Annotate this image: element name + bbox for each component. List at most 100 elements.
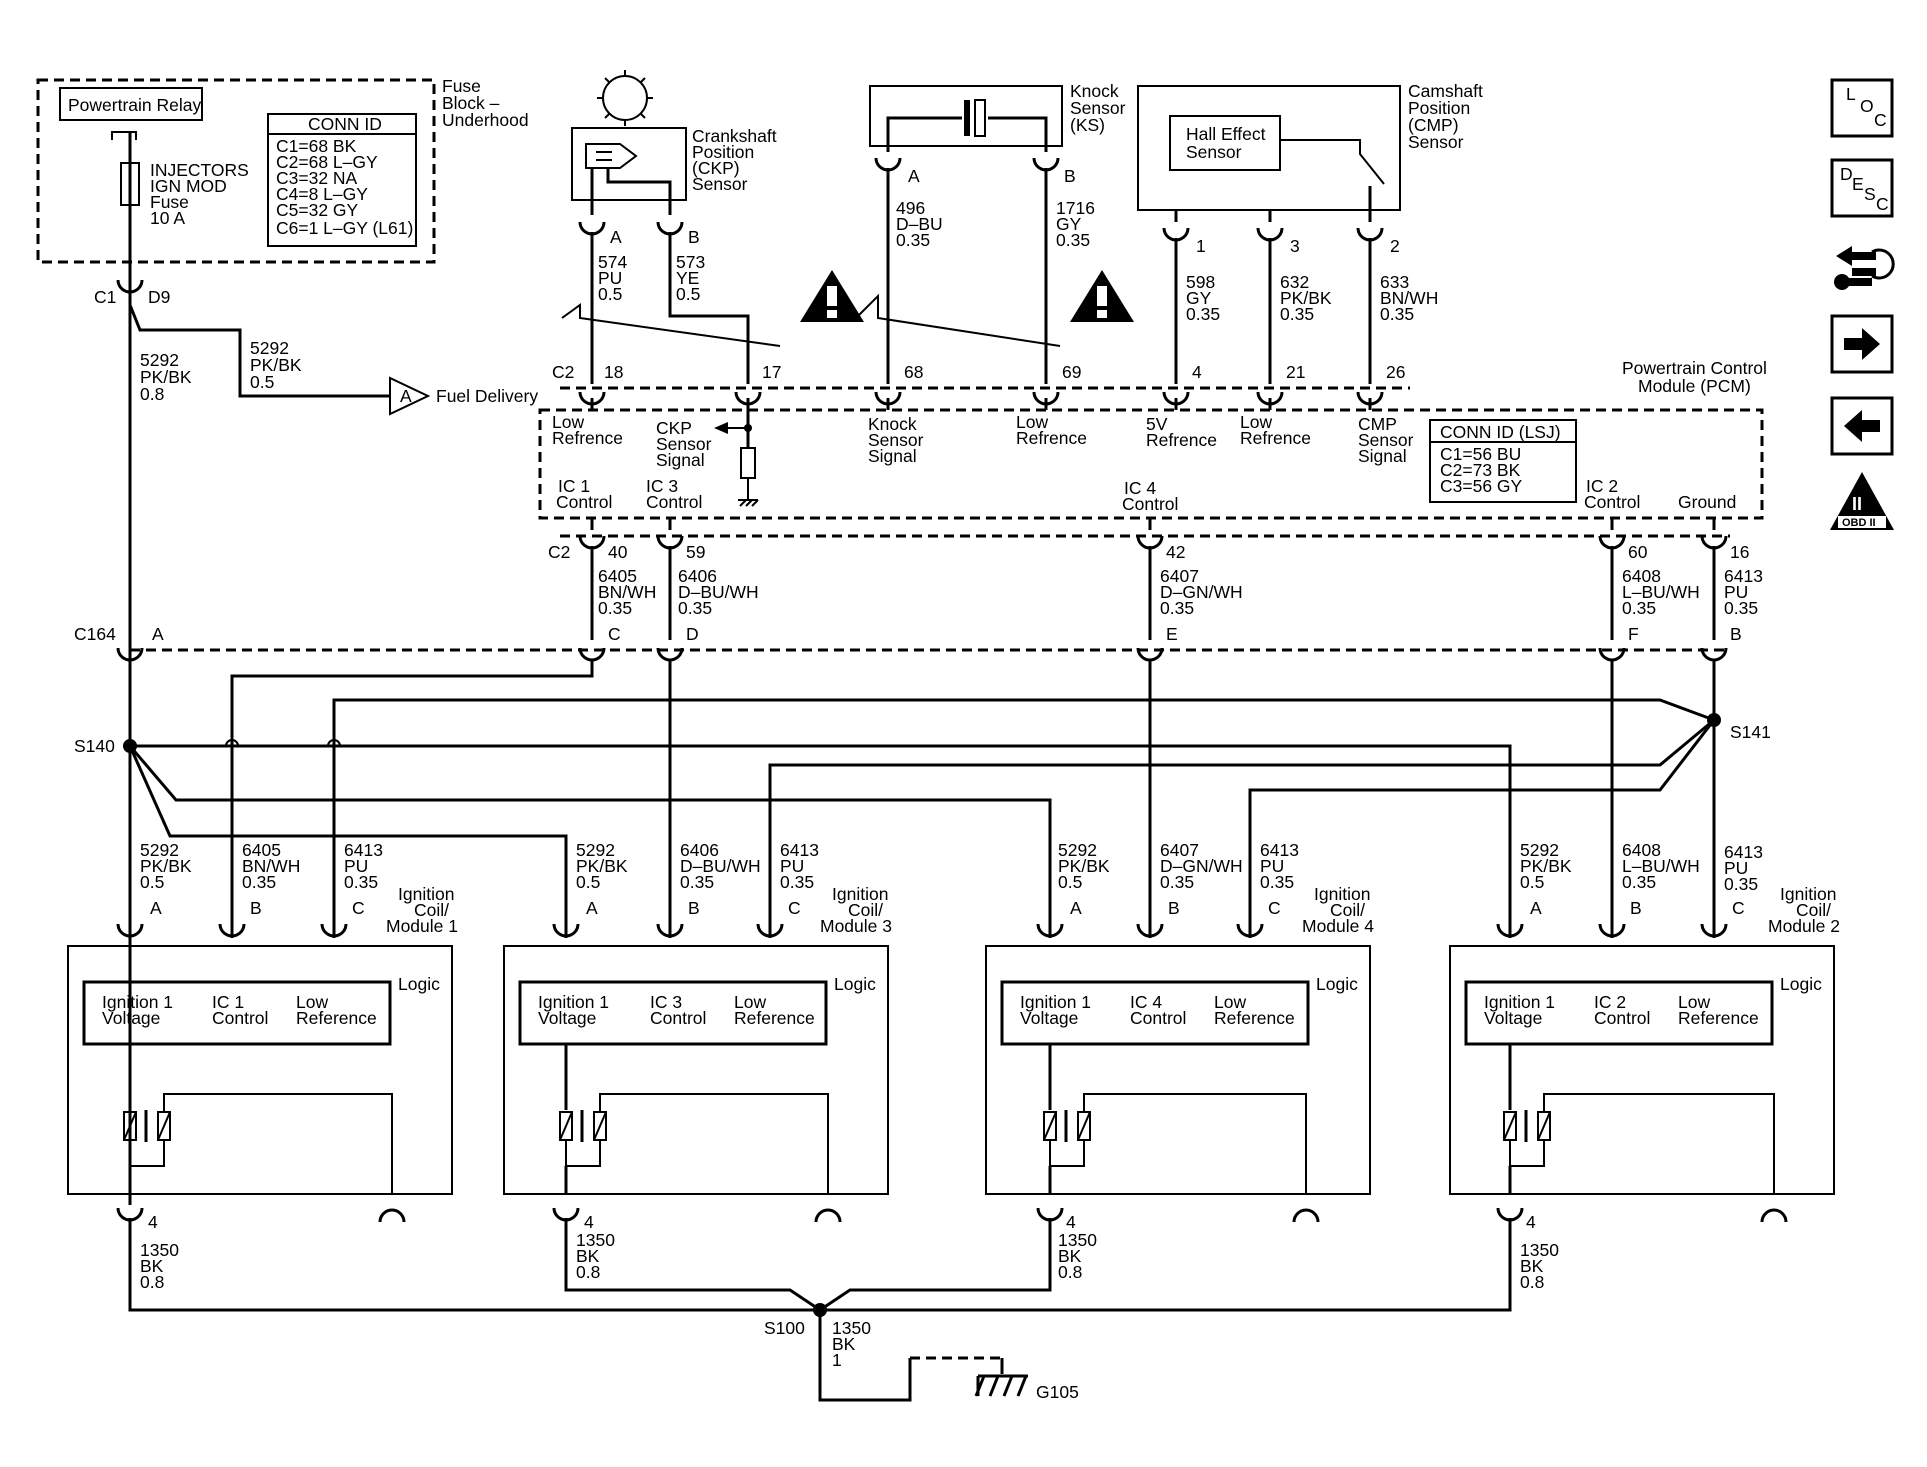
coil1-wire-b-color: BN/WH bbox=[242, 856, 300, 876]
knock-sensor: Knock Sensor (KS) A B 496 D–BU 0.35 1716… bbox=[855, 81, 1134, 384]
coil3-pin-b: B bbox=[688, 898, 700, 918]
ks-pin-a: A bbox=[908, 166, 920, 186]
pcm: Powertrain Control Module (PCM) C2 18 17… bbox=[538, 358, 1767, 640]
coil3-pin-c: C bbox=[788, 898, 801, 918]
coil1-title-2: Coil/ bbox=[414, 900, 449, 920]
ckp-wire-b-color: YE bbox=[676, 268, 699, 288]
ks-wire-a-color: D–BU bbox=[896, 214, 943, 234]
pcm-pin-16: 16 bbox=[1730, 542, 1749, 562]
cmp-name-4: Sensor bbox=[1408, 132, 1464, 152]
desc-letter-e: E bbox=[1852, 174, 1864, 194]
location-button[interactable]: L O C bbox=[1830, 78, 1894, 138]
fuse-label-4: 10 A bbox=[150, 208, 185, 228]
coil2-label-ic-a: IC 2 bbox=[1594, 992, 1626, 1012]
coil2-wire-b-color: L–BU/WH bbox=[1622, 856, 1700, 876]
cmp-pin-1: 1 bbox=[1196, 236, 1206, 256]
pcm-label-cmp-b: Sensor bbox=[1358, 430, 1414, 450]
ckp-sensor: Crankshaft Position (CKP) Sensor A B 574… bbox=[561, 70, 864, 384]
pcm-wire-6407-color: D–GN/WH bbox=[1160, 582, 1243, 602]
pcm-label-lowref-3a: Low bbox=[1240, 412, 1272, 432]
coil4-title-3: Module 4 bbox=[1302, 916, 1374, 936]
pcm-label-ks-a: Knock bbox=[868, 414, 917, 434]
coil3-logic: Logic bbox=[834, 974, 876, 994]
fuse-conn-4: C4=8 L–GY bbox=[276, 184, 368, 204]
pcm-label-ic1-a: IC 1 bbox=[558, 476, 590, 496]
loc-letter-o: O bbox=[1860, 96, 1874, 116]
pcm-wire-6405-color: BN/WH bbox=[598, 582, 656, 602]
repair-button[interactable] bbox=[1832, 236, 1895, 292]
ckp-name-2: Position bbox=[692, 142, 754, 162]
cmp-wire-3-size: 0.35 bbox=[1280, 304, 1314, 324]
reluctor-wheel-icon bbox=[602, 75, 648, 121]
coil3-label-ic-a: IC 3 bbox=[650, 992, 682, 1012]
pcm-wire-6406-color: D–BU/WH bbox=[678, 582, 759, 602]
ckp-wire-a-size: 0.5 bbox=[598, 284, 622, 304]
coil3-gnd-pin: 4 bbox=[584, 1212, 594, 1232]
fuse-block-title-1: Fuse bbox=[442, 76, 481, 96]
coil4-title-2: Coil/ bbox=[1330, 900, 1365, 920]
ks-wire-a-circuit: 496 bbox=[896, 198, 925, 218]
description-button[interactable]: D E S C bbox=[1830, 158, 1894, 218]
ground-wire-color: BK bbox=[832, 1334, 856, 1354]
pcm-label-ic2-b: Control bbox=[1584, 492, 1640, 512]
coil1-wire-b-size: 0.35 bbox=[242, 872, 276, 892]
coil2-gnd-circuit: 1350 bbox=[1520, 1240, 1559, 1260]
fuel-delivery-label: Fuel Delivery bbox=[436, 386, 538, 406]
fuse-d9-label: D9 bbox=[148, 287, 170, 307]
desc-letter-s: S bbox=[1864, 184, 1876, 204]
coil1-gnd-pin: 4 bbox=[148, 1212, 158, 1232]
coil4-wire-b-color: D–GN/WH bbox=[1160, 856, 1243, 876]
obd-ii-button[interactable]: II OBD II bbox=[1830, 472, 1894, 530]
ignition-coil-3: A B C 5292 PK/BK 0.5 6406 D–BU/WH 0.35 6… bbox=[503, 840, 892, 1282]
ckp-wire-b-circuit: 573 bbox=[676, 252, 705, 272]
coil2-pin-a: A bbox=[1530, 898, 1542, 918]
coil4-pin-b: B bbox=[1168, 898, 1180, 918]
loc-letter-c: C bbox=[1874, 110, 1887, 130]
fuel-delivery-branch: A Fuel Delivery 5292 PK/BK 0.5 bbox=[128, 304, 538, 416]
coil4-pin-a: A bbox=[1070, 898, 1082, 918]
next-page-button[interactable] bbox=[1830, 314, 1894, 374]
pcm-pin-26: 26 bbox=[1386, 362, 1405, 382]
fuel-wire-size: 0.5 bbox=[250, 372, 274, 392]
coil3-wire-a-size: 0.5 bbox=[576, 872, 600, 892]
pcm-label-ic1-b: Control bbox=[556, 492, 612, 512]
pcm-c2-bottom: C2 bbox=[548, 542, 570, 562]
coil2-title-3: Module 2 bbox=[1768, 916, 1840, 936]
cmp-hall-2: Sensor bbox=[1186, 142, 1242, 162]
pcm-label-ground: Ground bbox=[1678, 492, 1736, 512]
pcm-label-ckp-b: Sensor bbox=[656, 434, 712, 454]
pcm-pin-69: 69 bbox=[1062, 362, 1081, 382]
coil2-wire-c-circuit: 6413 bbox=[1724, 842, 1763, 862]
coil3-gnd-color: BK bbox=[576, 1246, 600, 1266]
pcm-label-lowref-2b: Refrence bbox=[1016, 428, 1087, 448]
fuel-delivery-arrow-icon bbox=[389, 376, 431, 416]
pcm-label-cmp-c: Signal bbox=[1358, 446, 1407, 466]
cmp-name-2: Position bbox=[1408, 98, 1470, 118]
coil4-gnd-color: BK bbox=[1058, 1246, 1082, 1266]
coil1-wire-b-circuit: 6405 bbox=[242, 840, 281, 860]
coil3-wire-b-circuit: 6406 bbox=[680, 840, 719, 860]
splice-s140-label: S140 bbox=[74, 736, 115, 756]
coil2-label-ic-b: Control bbox=[1594, 1008, 1650, 1028]
pcm-conn-3: C3=56 GY bbox=[1440, 476, 1523, 496]
coil2-wire-b-size: 0.35 bbox=[1622, 872, 1656, 892]
arrow-left-icon bbox=[1844, 410, 1880, 442]
cmp-wire-1-circuit: 598 bbox=[1186, 272, 1215, 292]
cmp-wire-1-size: 0.35 bbox=[1186, 304, 1220, 324]
ground-wire-size: 1 bbox=[832, 1350, 842, 1370]
fuse-conn-6: C6=1 L–GY (L61) bbox=[276, 218, 413, 238]
ckp-pin-a: A bbox=[610, 227, 622, 247]
previous-page-button[interactable] bbox=[1830, 396, 1894, 456]
coil2-pin-b: B bbox=[1630, 898, 1642, 918]
coil2-gnd-color: BK bbox=[1520, 1256, 1544, 1276]
coil4-wire-b-size: 0.35 bbox=[1160, 872, 1194, 892]
coil1-label-ign-b: Voltage bbox=[102, 1008, 160, 1028]
pcm-wire-6405-circuit: 6405 bbox=[598, 566, 637, 586]
coil3-label-ic-b: Control bbox=[650, 1008, 706, 1028]
coil3-gnd-circuit: 1350 bbox=[576, 1230, 615, 1250]
coil1-pin-c: C bbox=[352, 898, 365, 918]
coil4-gnd-size: 0.8 bbox=[1058, 1262, 1082, 1282]
ks-pin-b: B bbox=[1064, 166, 1076, 186]
coil1-wire-a-size: 0.5 bbox=[140, 872, 164, 892]
